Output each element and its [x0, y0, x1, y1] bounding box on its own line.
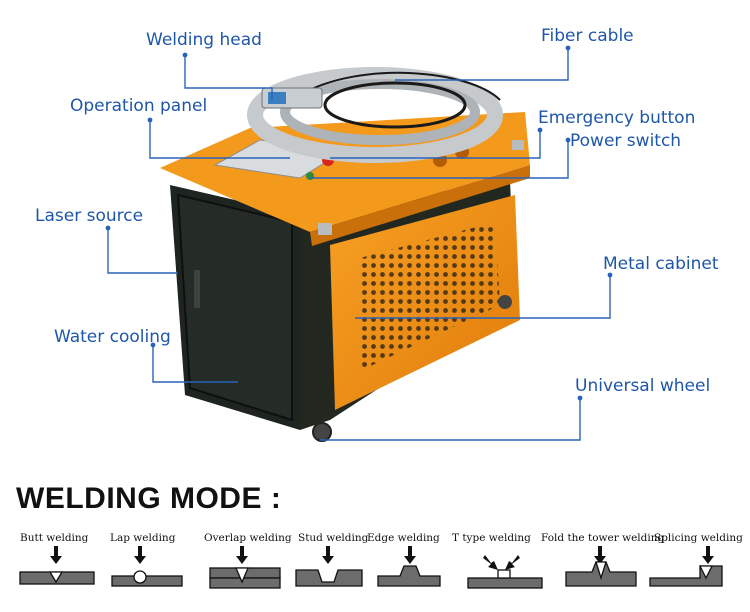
leader-metal-cabinet [355, 275, 611, 319]
welding-head-nozzle [268, 92, 286, 104]
label-fiber-cable: Fiber cable [541, 26, 634, 46]
plate-stud [295, 569, 363, 587]
wheel-front [312, 422, 332, 442]
label-metal-cabinet: Metal cabinet [603, 254, 719, 274]
hinge-top [318, 223, 332, 235]
dot-fiber-cable [565, 45, 571, 51]
mode-label-splicing: Splicing welding [654, 532, 743, 544]
plate-edge [377, 565, 441, 587]
wheel-back [498, 295, 512, 309]
arrow-down-icon [236, 546, 248, 564]
plate-overlap-bottom [209, 577, 281, 589]
hinge-right [512, 140, 524, 150]
dot-water-cooling [150, 342, 156, 348]
black-cable-loop [299, 71, 501, 101]
leader-operation-panel [149, 120, 290, 159]
dot-operation-panel [147, 117, 153, 123]
dot-laser-source [105, 225, 111, 231]
black-cable [323, 81, 467, 129]
plate-lap-lower [111, 575, 183, 587]
power-switch-knob [306, 172, 314, 180]
leader-dots [105, 45, 613, 401]
arrow-diagonal-icon [505, 555, 520, 570]
dot-universal-wheel [577, 395, 583, 401]
leader-power-switch [310, 140, 569, 179]
welding-mode-diagrams [19, 546, 723, 589]
mode-label-fold-tower: Fold the tower welding [541, 532, 665, 544]
weld-lap [133, 570, 147, 584]
dot-metal-cabinet [607, 272, 613, 278]
arrow-down-icon [50, 546, 62, 564]
dot-emergency-button [537, 127, 543, 133]
leader-lines [107, 48, 611, 441]
leader-laser-source [107, 228, 178, 274]
arrow-down-icon [404, 546, 416, 564]
weld-butt [48, 571, 64, 584]
mode-label-overlap: Overlap welding [204, 532, 292, 544]
arrow-down-icon [702, 546, 714, 564]
door-handle [194, 270, 200, 308]
plate-t-base [467, 577, 543, 589]
label-emergency-button: Emergency button [538, 108, 696, 128]
mode-label-lap: Lap welding [110, 532, 176, 544]
arrow-down-icon [322, 546, 334, 564]
mode-label-butt: Butt welding [20, 532, 89, 544]
weld-splicing [698, 565, 714, 580]
label-operation-panel: Operation panel [70, 96, 208, 116]
vent-grille [360, 222, 500, 370]
side-door [176, 193, 293, 422]
arrow-down-icon [134, 546, 146, 564]
leader-fiber-cable [395, 48, 569, 81]
mode-label-stud: Stud welding [298, 532, 369, 544]
mode-label-t-type: T type welding [452, 532, 531, 544]
leader-universal-wheel [320, 398, 581, 441]
dot-welding-head [182, 52, 188, 58]
cable-coil-outer [247, 67, 503, 163]
arrow-diagonal-icon [483, 555, 498, 570]
label-laser-source: Laser source [35, 206, 144, 226]
leader-water-cooling [152, 345, 238, 383]
weld-overlap [235, 567, 249, 584]
label-welding-head: Welding head [146, 30, 262, 50]
label-water-cooling: Water cooling [54, 327, 171, 347]
leader-welding-head [184, 55, 273, 100]
plate-t-stem [497, 569, 511, 579]
mode-label-edge: Edge welding [367, 532, 440, 544]
top-lid-front-edge [310, 165, 530, 246]
dot-power-switch [565, 137, 571, 143]
label-universal-wheel: Universal wheel [575, 376, 711, 396]
laser-welder-machine [105, 45, 613, 442]
label-power-switch: Power switch [570, 131, 682, 151]
arrow-down-icon [594, 546, 606, 564]
leader-emergency-button [330, 130, 541, 159]
weld-fold-tower [595, 561, 607, 581]
welding-mode-title: WELDING MODE : [16, 482, 282, 515]
arrow-icons [50, 546, 714, 570]
